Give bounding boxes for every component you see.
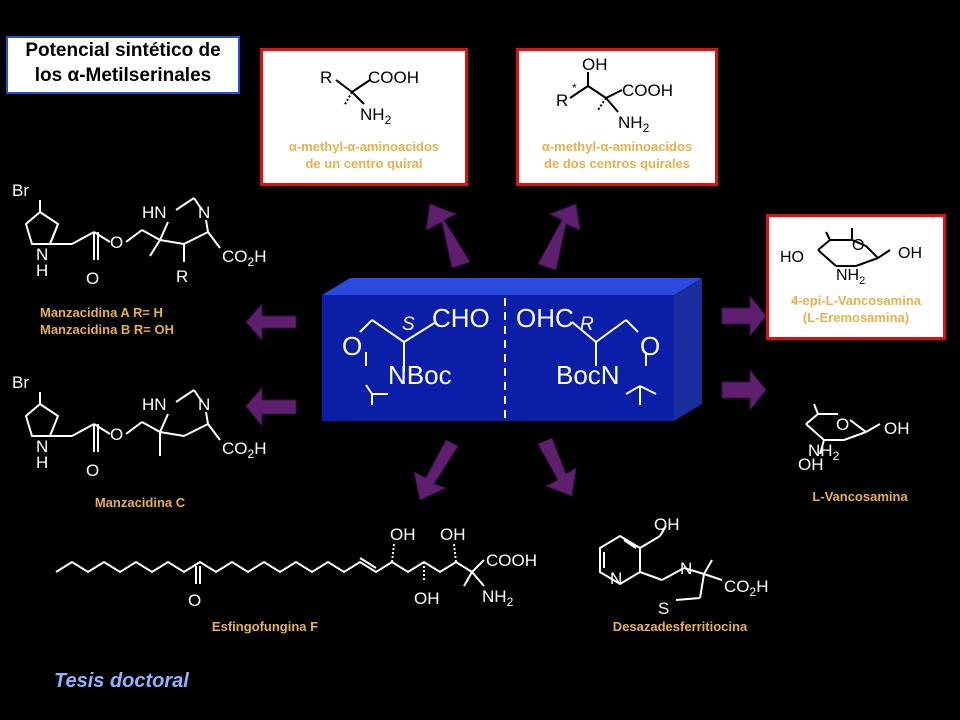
desazadesferritiocina-structure (599, 525, 723, 601)
svg-text:NH2: NH2 (836, 267, 865, 287)
central-right-molecule (571, 319, 657, 405)
svg-text:N: N (36, 437, 48, 456)
arrow-down-left (413, 439, 459, 501)
footer-label: Tesis doctoral (54, 670, 189, 692)
box-epi-vancosamina (766, 214, 946, 340)
svg-text:O: O (852, 237, 864, 254)
caption-vancosamina: L-Vancosamina (812, 489, 908, 504)
svg-text:N: N (610, 569, 622, 588)
svg-text:OH: OH (440, 525, 466, 544)
vancosamina-structure (805, 403, 881, 455)
right-stereo-label: R (580, 314, 594, 335)
svg-text:O: O (188, 591, 201, 610)
svg-text:CO2H: CO2H (222, 247, 266, 269)
svg-text:N: N (198, 203, 210, 222)
svg-text:HO: HO (780, 249, 804, 266)
svg-text:NH2: NH2 (808, 441, 840, 463)
svg-text:Br: Br (12, 373, 29, 392)
arrow-right-lower (721, 368, 767, 412)
svg-text:O: O (110, 233, 123, 252)
svg-text:OH: OH (654, 515, 680, 534)
svg-text:OH: OH (798, 455, 824, 474)
caption-desazadesferritiocina: Desazadesferritiocina (612, 619, 748, 634)
arrow-left-upper (245, 302, 297, 342)
central-block (322, 278, 702, 421)
aa-one-center-structure (263, 51, 465, 183)
svg-text:OH: OH (582, 55, 608, 74)
svg-text:R: R (176, 267, 188, 286)
arrow-up-right (537, 203, 581, 271)
svg-text:COOH: COOH (368, 68, 419, 87)
title-line2: los α-Metilserinales (34, 65, 212, 86)
title-line1: Potencial sintético de (25, 40, 221, 61)
svg-text:Br: Br (12, 181, 29, 200)
central-left-molecule (359, 319, 437, 405)
svg-text:OH: OH (390, 525, 416, 544)
manzacidina-ab-structure (24, 197, 221, 262)
caption-manzacidina-c: Manzacidina C (94, 495, 186, 510)
svg-text:COOH: COOH (622, 81, 673, 100)
epi-vancosamina-structure (769, 217, 943, 337)
left-nboc: NBoc (388, 360, 452, 390)
svg-text:S: S (658, 599, 669, 618)
svg-text:O: O (836, 415, 849, 434)
svg-text:HN: HN (142, 395, 167, 414)
right-oxygen: O (640, 331, 660, 361)
right-aldehyde: OHC (516, 303, 574, 333)
right-bocn: BocN (556, 360, 620, 390)
left-stereo-label: S (402, 314, 415, 335)
esfingofungina-structure (55, 543, 485, 587)
svg-text:OH: OH (898, 245, 922, 262)
svg-text:N: N (198, 395, 210, 414)
svg-text:N: N (680, 559, 692, 578)
arrow-up-left (425, 203, 471, 269)
box-one-chiral-center (260, 48, 468, 186)
svg-text:R: R (556, 91, 568, 110)
arrow-down-right (537, 437, 577, 497)
manzacidina-c-structure (24, 389, 221, 456)
svg-text:COOH: COOH (486, 551, 537, 570)
svg-text:NH2: NH2 (618, 113, 650, 135)
svg-text:NH2: NH2 (360, 105, 392, 127)
caption-esfingofungina: Esfingofungina F (211, 619, 319, 634)
svg-text:O: O (110, 425, 123, 444)
caption-epi-vancosamina: 4-epi-L-Vancosamina(L-Eremosamina) (790, 293, 922, 325)
arrows (245, 203, 767, 501)
svg-text:R: R (320, 68, 332, 87)
arrow-right-upper (721, 294, 767, 338)
svg-text:CO2H: CO2H (724, 577, 768, 599)
svg-text:N: N (36, 245, 48, 264)
svg-text:H: H (36, 453, 48, 472)
svg-text:NH2: NH2 (482, 587, 514, 609)
box-two-chiral-centers (516, 48, 718, 186)
title-box: Potencial sintético de los α-Metilserina… (6, 36, 240, 94)
svg-text:O: O (86, 269, 99, 288)
aa-two-centers-structure (519, 51, 715, 183)
arrow-left-lower (245, 386, 297, 428)
svg-text:OH: OH (884, 419, 910, 438)
svg-text:H: H (36, 261, 48, 280)
svg-text:O: O (86, 461, 99, 480)
svg-text:*: * (572, 81, 577, 95)
svg-text:CO2H: CO2H (222, 439, 266, 461)
left-oxygen: O (342, 331, 362, 361)
svg-text:OH: OH (414, 589, 440, 608)
left-aldehyde: CHO (432, 303, 490, 333)
svg-text:HN: HN (142, 203, 167, 222)
